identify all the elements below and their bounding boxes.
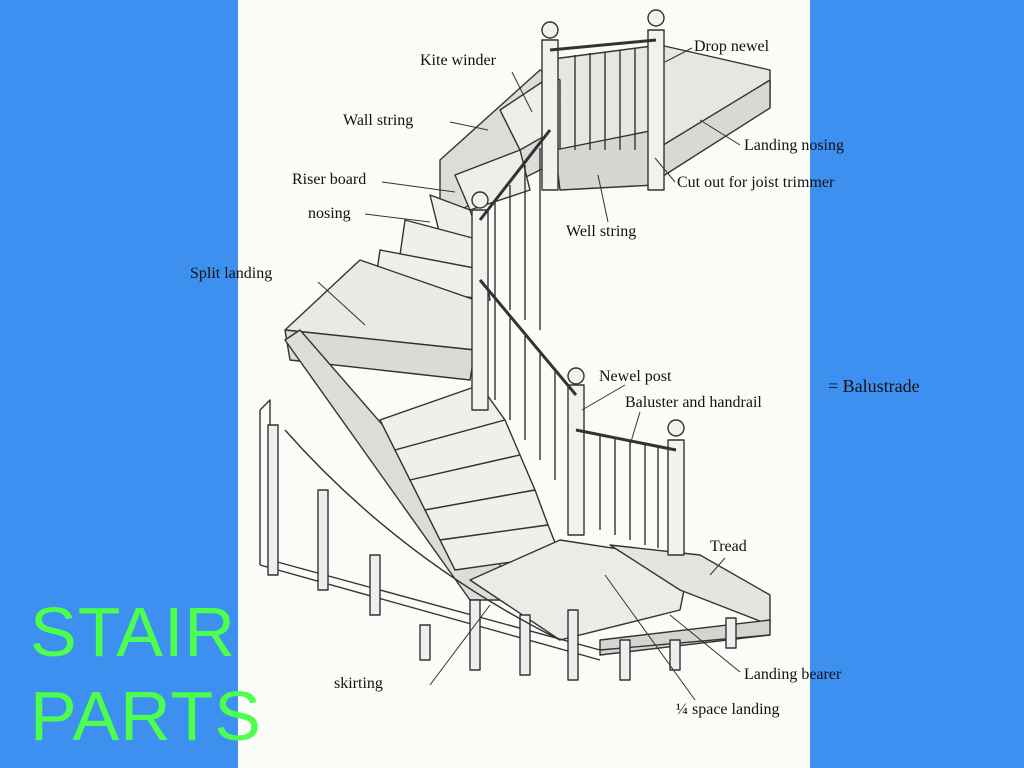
label-drop-newel: Drop newel: [694, 38, 770, 55]
label-riser-board: Riser board: [292, 171, 367, 188]
newel-middle: [471, 209, 489, 411]
label-nosing: nosing: [308, 205, 351, 222]
balustrade-note: = Balustrade: [828, 376, 920, 396]
right-blue-margin: [810, 0, 1024, 768]
label-cut-out-joist-trimmer: Cut out for joist trimmer: [677, 174, 835, 191]
label-wall-string: Wall string: [343, 112, 414, 129]
left-blue-margin: [0, 0, 238, 768]
label-skirting: skirting: [334, 675, 383, 692]
label-landing-bearer: Landing bearer: [744, 666, 842, 683]
newel-upper-left: [541, 39, 559, 191]
newel-post: [567, 384, 585, 536]
drop-newel: [647, 29, 665, 191]
label-split-landing: Split landing: [190, 265, 273, 282]
label-kite-winder: Kite winder: [420, 52, 496, 69]
label-quarter-space-landing: ¼ space landing: [676, 701, 780, 718]
title-line-1: STAIR: [30, 593, 236, 671]
label-well-string: Well string: [566, 223, 637, 240]
label-baluster-handrail: Baluster and handrail: [625, 394, 762, 411]
label-tread: Tread: [710, 538, 747, 555]
title-line-2: PARTS: [30, 677, 262, 755]
tread-bottom: [609, 544, 771, 626]
label-newel-post: Newel post: [599, 368, 672, 385]
label-landing-nosing: Landing nosing: [744, 137, 844, 154]
